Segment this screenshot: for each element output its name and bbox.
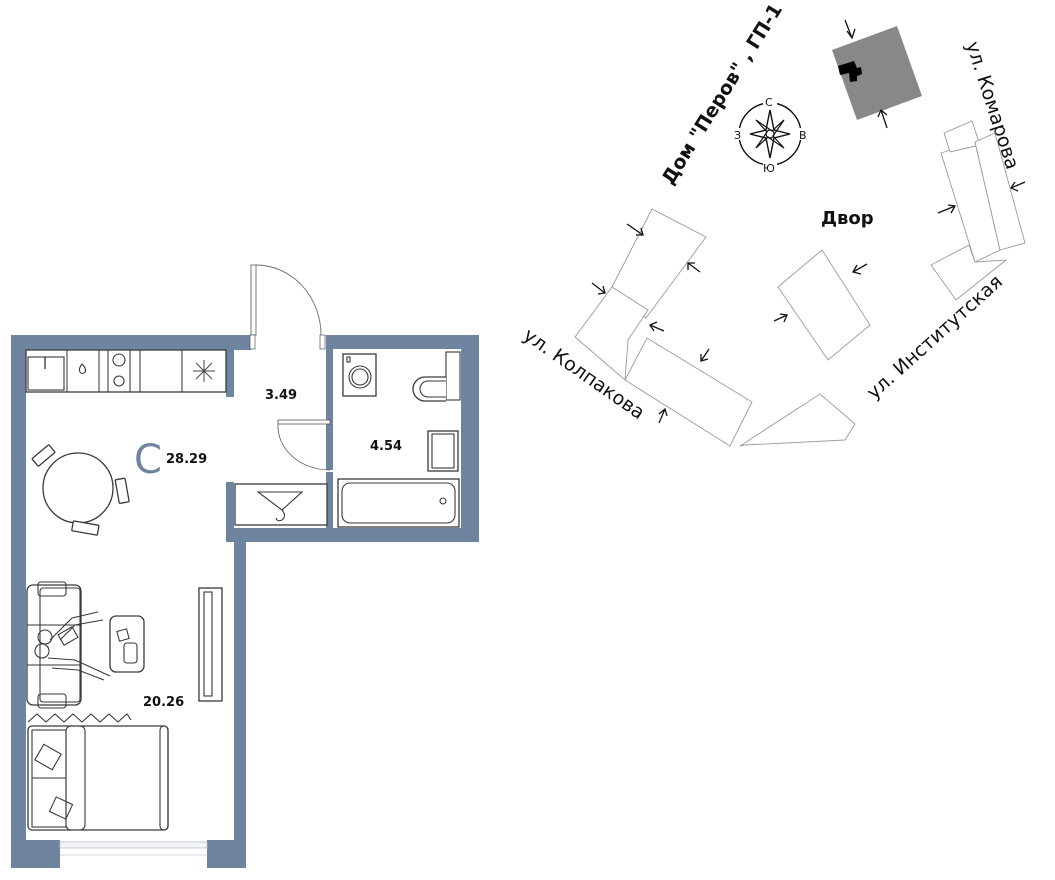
entrance-door[interactable]	[250, 264, 257, 336]
wall-right-living	[234, 532, 246, 868]
person-reading	[34, 611, 111, 681]
wardrobe	[234, 483, 328, 526]
stove-burner-icon	[113, 375, 125, 387]
bathroom-fixtures	[337, 351, 461, 528]
kitchen-counter	[25, 349, 227, 393]
hanger-icon	[256, 491, 304, 511]
wall-bath-left-lower	[326, 472, 333, 532]
compass-east: В	[799, 129, 807, 142]
wall-bath-top	[326, 335, 479, 349]
rug-edge	[27, 713, 132, 723]
compass-rose-icon: С Ю З В	[733, 96, 807, 175]
compass-north: С	[765, 96, 773, 109]
wall-bottom-left	[11, 840, 60, 868]
wall-partition-kitchen	[226, 335, 234, 397]
compass-west: З	[734, 129, 741, 142]
living-area-label: 20.26	[143, 695, 184, 710]
compass-south: Ю	[763, 162, 775, 175]
wall-bottom-right	[207, 840, 246, 868]
wall-left	[11, 335, 26, 868]
bathroom-area-label: 4.54	[370, 439, 402, 454]
current-section-marker	[838, 61, 862, 82]
stove-burner-icon	[112, 353, 126, 367]
toilet-icon	[412, 376, 446, 402]
entrance-door-swing	[255, 264, 322, 336]
coffee-table	[109, 615, 145, 673]
hallway-area-label: 3.49	[265, 388, 297, 403]
bed	[27, 725, 169, 831]
window	[59, 841, 208, 849]
apartment-floorplan: C 28.29 3.49 4.54	[11, 264, 479, 868]
water-drop-icon	[78, 363, 87, 375]
wall-top-main	[11, 335, 231, 350]
dining-table	[31, 444, 130, 536]
entrance-arrow	[844, 19, 888, 129]
bathroom-door-swing	[277, 423, 331, 471]
entrance-arrows	[591, 181, 1026, 424]
site-plan: Дом "Перов" , ГП-1 С Ю З В ул. Комарова	[519, 0, 1026, 447]
wall-bath-bottom	[234, 528, 479, 542]
sofa	[26, 581, 82, 709]
bathtub-icon	[337, 478, 460, 528]
yard-label: Двор	[821, 208, 874, 229]
street-institutskaya: ул. Институтская	[863, 271, 1007, 404]
wall-bath-right	[461, 335, 479, 542]
neighbor-buildings	[574, 120, 1026, 447]
sink-cabinet-icon	[427, 430, 459, 472]
wall-bath-left	[326, 335, 333, 470]
tv-unit	[198, 587, 223, 702]
fridge-snowflake-icon	[193, 360, 215, 382]
total-area-label: 28.29	[166, 452, 207, 467]
current-building[interactable]	[832, 26, 922, 120]
bathroom-door[interactable]	[277, 419, 331, 425]
sink-icon	[27, 356, 65, 391]
unit-type-letter: C	[134, 437, 162, 483]
wall-partition-closet	[226, 482, 234, 542]
